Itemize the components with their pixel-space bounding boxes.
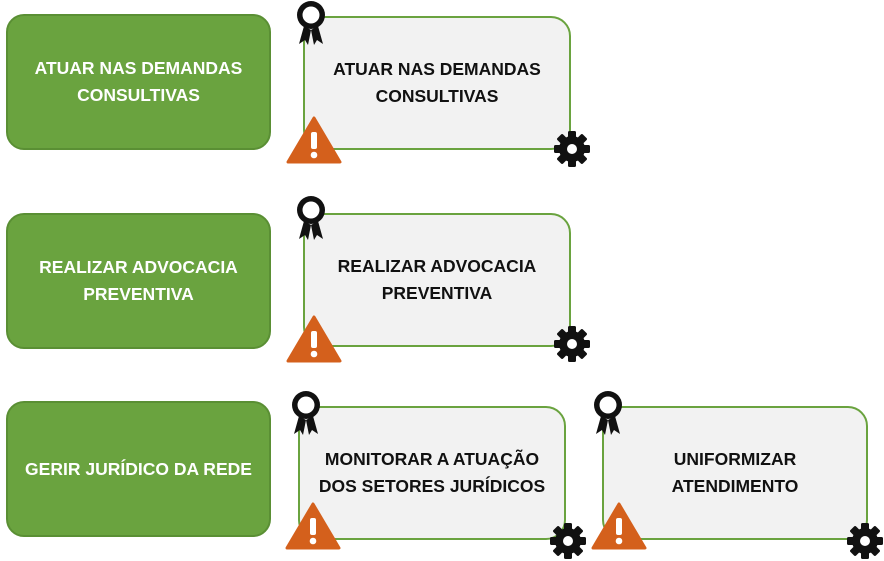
gear-icon xyxy=(553,325,591,363)
activity-card-monitorar-atuacao: MONITORAR A ATUAÇÃO DOS SETORES JURÍDICO… xyxy=(298,406,566,540)
warning-triangle-icon xyxy=(286,315,342,363)
award-ribbon-icon xyxy=(590,390,626,436)
process-label: GERIR JURÍDICO DA REDE xyxy=(25,458,252,479)
process-box-gerir-juridico: GERIR JURÍDICO DA REDE xyxy=(6,401,271,537)
process-box-atuar-demandas: ATUAR NAS DEMANDAS CONSULTIVAS xyxy=(6,14,271,150)
warning-triangle-icon xyxy=(285,502,341,550)
process-label: ATUAR NAS DEMANDAS CONSULTIVAS xyxy=(34,58,243,105)
gear-icon xyxy=(846,522,884,560)
gear-icon xyxy=(549,522,587,560)
activity-label: ATUAR NAS DEMANDAS CONSULTIVAS xyxy=(333,59,541,106)
activity-label: UNIFORMIZAR ATENDIMENTO xyxy=(671,449,799,496)
warning-triangle-icon xyxy=(591,502,647,550)
activity-card-uniformizar-atendimento: UNIFORMIZAR ATENDIMENTO xyxy=(602,406,868,540)
award-ribbon-icon xyxy=(293,0,329,46)
activity-label: MONITORAR A ATUAÇÃO DOS SETORES JURÍDICO… xyxy=(318,449,546,496)
process-label: REALIZAR ADVOCACIA PREVENTIVA xyxy=(39,257,238,304)
activity-label: REALIZAR ADVOCACIA PREVENTIVA xyxy=(337,256,537,303)
gear-icon xyxy=(553,130,591,168)
warning-triangle-icon xyxy=(286,116,342,164)
activity-card-atuar-demandas: ATUAR NAS DEMANDAS CONSULTIVAS xyxy=(303,16,571,150)
activity-card-advocacia-preventiva: REALIZAR ADVOCACIA PREVENTIVA xyxy=(303,213,571,347)
award-ribbon-icon xyxy=(293,195,329,241)
award-ribbon-icon xyxy=(288,390,324,436)
process-box-advocacia-preventiva: REALIZAR ADVOCACIA PREVENTIVA xyxy=(6,213,271,349)
